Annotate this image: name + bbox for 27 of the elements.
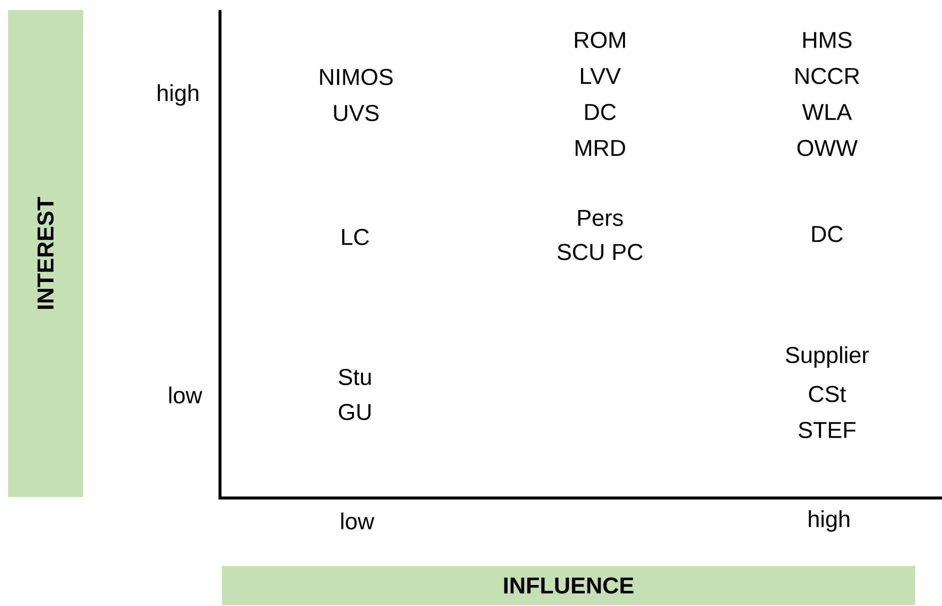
stakeholder-label: Pers [578, 210, 623, 226]
stakeholder-label: SCU PC [558, 244, 643, 260]
stakeholder-label: DC [585, 104, 616, 120]
stakeholder-label: HMS [803, 32, 852, 48]
stakeholder-label: MRD [576, 140, 626, 156]
stakeholder-label: NIMOS [320, 68, 393, 86]
stakeholder-label: CSt [809, 386, 846, 402]
axis-title: INTEREST [37, 196, 54, 309]
axis-title: INFLUENCE [504, 577, 634, 594]
stakeholder-label: DC [812, 226, 843, 242]
stakeholder-label: GU [338, 404, 370, 420]
stakeholder-label: ROM [575, 32, 625, 48]
axis-title-band [222, 566, 915, 605]
stakeholder-label: LC [342, 228, 369, 246]
stakeholder-label: OWW [797, 140, 858, 156]
axis-label: high [158, 84, 198, 106]
axis-label: low [169, 386, 202, 404]
axis-label: high [808, 510, 850, 532]
axis-title-band [8, 10, 83, 497]
stakeholder-label: Stu [338, 368, 371, 386]
stakeholder-label: LVV [581, 68, 621, 84]
stakeholder-label: WLA [802, 104, 852, 120]
stakeholder-label: NCCR [796, 68, 860, 84]
stakeholder-label: STEF [798, 422, 856, 438]
axis-label: low [341, 512, 374, 530]
stakeholder-label: Supplier [786, 346, 869, 368]
stakeholder-label: UVS [334, 104, 379, 122]
